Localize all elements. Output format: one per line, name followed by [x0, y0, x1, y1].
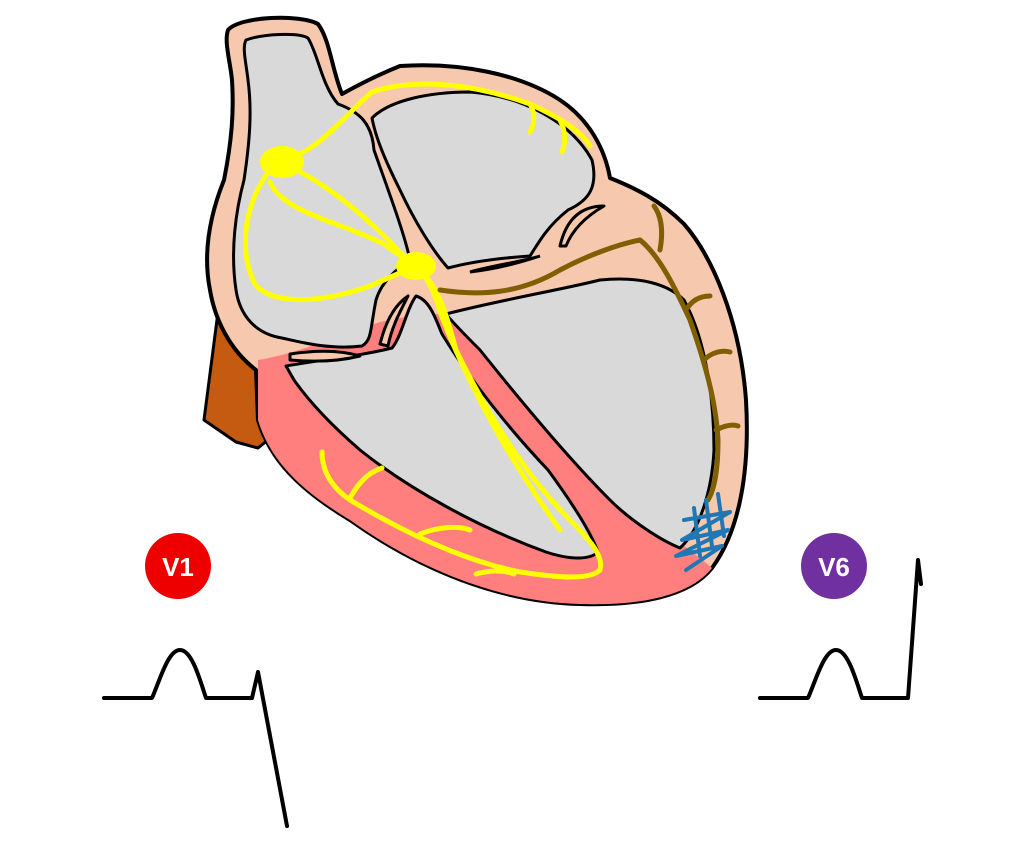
- sa-node: [260, 146, 304, 178]
- right-atrium: [232, 32, 412, 349]
- ecg-trace-v1: [102, 648, 289, 828]
- valve-cusp-right: [378, 294, 410, 348]
- valve-cusp-left: [558, 204, 606, 248]
- block-marker-icon: [674, 492, 732, 572]
- papillary-muscle: [469, 254, 541, 274]
- right-branch-fibers: [347, 465, 517, 577]
- lead-v1-badge: [145, 533, 211, 599]
- lead-v6-badge: [801, 533, 867, 599]
- his-bundle-left: [419, 269, 563, 533]
- lead-v6-label: V6: [818, 552, 850, 582]
- lead-v1-label: V1: [162, 552, 194, 582]
- right-ventricle: [284, 294, 600, 560]
- left-atrium: [370, 90, 596, 270]
- lead-v1: V1: [102, 533, 289, 828]
- ecg-trace-v6: [758, 558, 923, 700]
- av-node: [396, 252, 436, 280]
- left-ventricle: [444, 277, 716, 550]
- internodal-posterior: [242, 167, 415, 303]
- bachmann-branch: [527, 101, 568, 155]
- tricuspid-flap: [288, 349, 362, 363]
- lead-v6: V6: [758, 533, 923, 700]
- left-bundle-branch: [437, 203, 741, 503]
